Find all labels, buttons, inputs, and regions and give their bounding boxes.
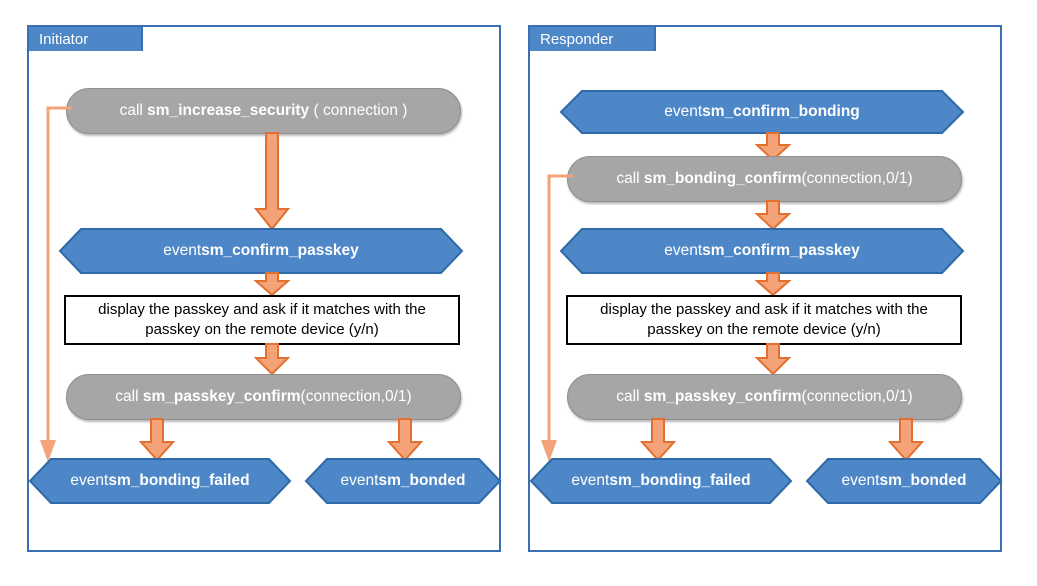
- node-display-passkey-prompt: display the passkey and ask if it matche…: [64, 295, 460, 345]
- node-responder-event-sm-confirm-passkey[interactable]: event sm_confirm_passkey: [559, 228, 965, 274]
- feedback-line-responder: [541, 168, 581, 468]
- panel-initiator-title: Initiator: [39, 30, 89, 48]
- node-call-sm-bonding-confirm-label: call sm_bonding_confirm(connection,0/1): [616, 170, 913, 188]
- node-responder-event-sm-bonding-failed[interactable]: event sm_bonding_failed: [529, 458, 793, 504]
- node-event-sm-bonded[interactable]: event sm_bonded: [304, 458, 502, 504]
- arrow-bonding-confirm-to-confirm-passkey: [754, 200, 792, 231]
- arrow-increase-security-to-confirm-passkey: [253, 132, 291, 231]
- node-call-sm-increase-security[interactable]: call sm_increase_security ( connection ): [66, 88, 461, 134]
- node-event-sm-bonding-failed[interactable]: event sm_bonding_failed: [28, 458, 292, 504]
- node-call-sm-passkey-confirm[interactable]: call sm_passkey_confirm(connection,0/1): [66, 374, 461, 420]
- arrow-display-to-passkey-confirm: [253, 343, 291, 376]
- node-call-sm-passkey-confirm-label: call sm_passkey_confirm(connection,0/1): [115, 388, 412, 406]
- node-responder-event-sm-confirm-passkey-label: event sm_confirm_passkey: [664, 242, 860, 259]
- arrow-responder-passkey-confirm-to-bonded: [887, 418, 925, 462]
- feedback-line-initiator: [40, 100, 80, 465]
- arrow-responder-display-to-passkey-confirm: [754, 343, 792, 376]
- node-responder-event-sm-bonded-label: event sm_bonded: [841, 472, 967, 489]
- node-event-sm-confirm-bonding-label: event sm_confirm_bonding: [664, 103, 860, 120]
- node-event-sm-bonded-label: event sm_bonded: [340, 472, 466, 489]
- node-responder-display-passkey-prompt-label: display the passkey and ask if it matche…: [600, 300, 928, 338]
- panel-responder-tab: Responder: [528, 25, 656, 51]
- panel-initiator-tab: Initiator: [27, 25, 143, 51]
- node-call-sm-increase-security-label: call sm_increase_security ( connection ): [119, 102, 408, 120]
- node-event-sm-confirm-bonding[interactable]: event sm_confirm_bonding: [559, 90, 965, 134]
- node-event-sm-confirm-passkey[interactable]: event sm_confirm_passkey: [58, 228, 464, 274]
- node-display-passkey-prompt-label: display the passkey and ask if it matche…: [98, 300, 426, 338]
- panel-responder-title: Responder: [540, 30, 614, 48]
- node-call-sm-bonding-confirm[interactable]: call sm_bonding_confirm(connection,0/1): [567, 156, 962, 202]
- arrow-passkey-confirm-to-bonded: [386, 418, 424, 462]
- arrow-passkey-confirm-to-bonding-failed: [138, 418, 176, 462]
- arrow-responder-passkey-confirm-to-bonding-failed: [639, 418, 677, 462]
- arrow-confirm-bonding-to-bonding-confirm: [754, 132, 792, 162]
- node-event-sm-confirm-passkey-label: event sm_confirm_passkey: [163, 242, 359, 259]
- node-event-sm-bonding-failed-label: event sm_bonding_failed: [70, 472, 250, 489]
- arrow-responder-confirm-passkey-to-display: [754, 272, 792, 297]
- node-responder-event-sm-bonded[interactable]: event sm_bonded: [805, 458, 1003, 504]
- node-responder-event-sm-bonding-failed-label: event sm_bonding_failed: [571, 472, 751, 489]
- node-responder-display-passkey-prompt: display the passkey and ask if it matche…: [566, 295, 962, 345]
- arrow-confirm-passkey-to-display: [253, 272, 291, 297]
- node-responder-call-sm-passkey-confirm-label: call sm_passkey_confirm(connection,0/1): [616, 388, 913, 406]
- node-responder-call-sm-passkey-confirm[interactable]: call sm_passkey_confirm(connection,0/1): [567, 374, 962, 420]
